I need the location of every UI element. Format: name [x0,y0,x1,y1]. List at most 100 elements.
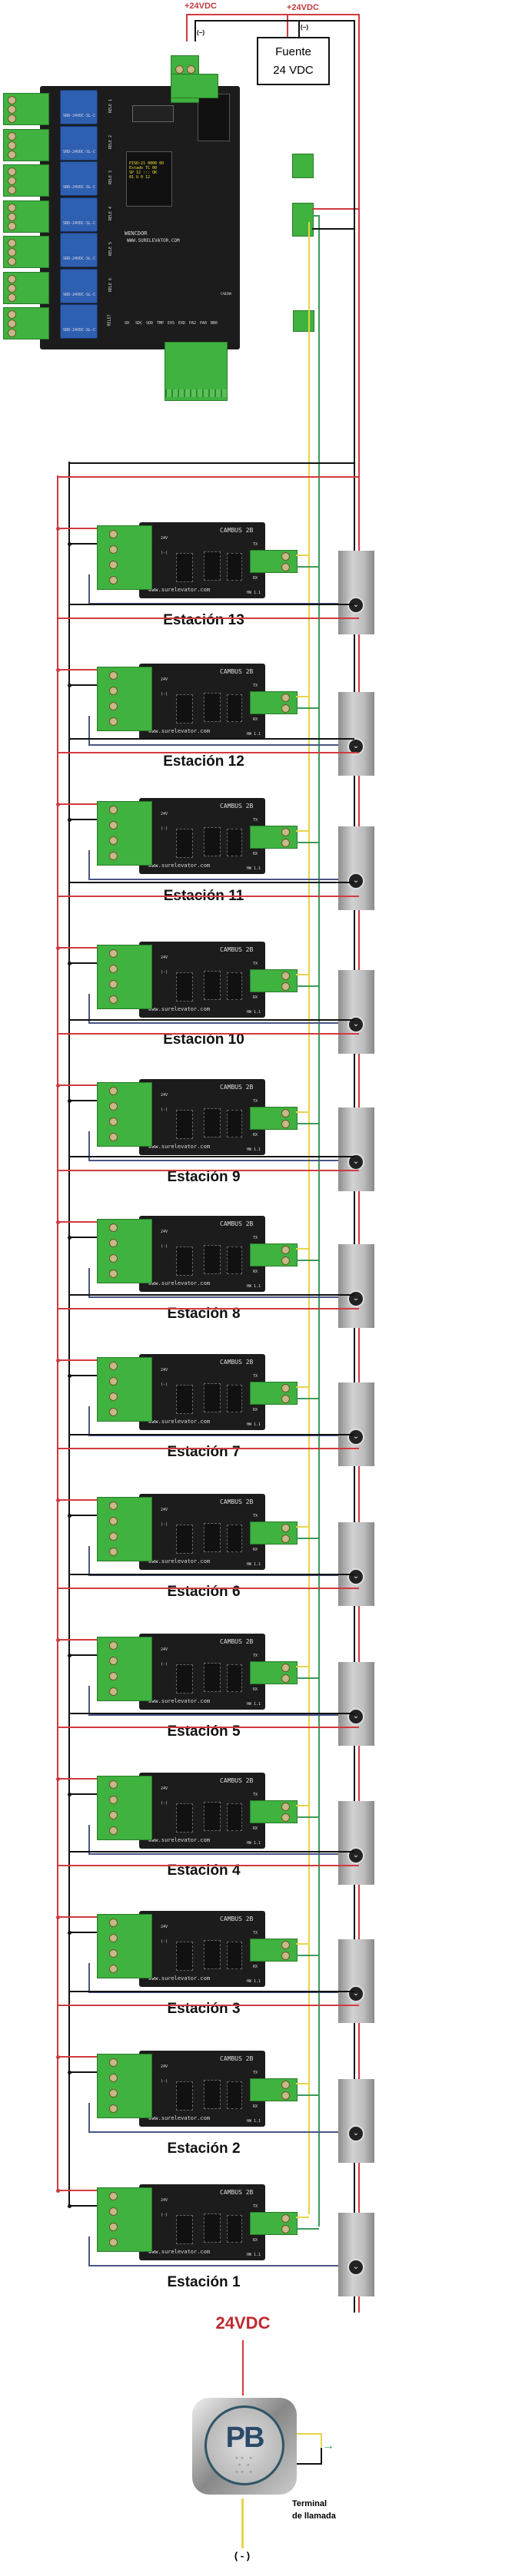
wire-call-signal [88,1296,339,1298]
top-io-terminal[interactable] [171,74,218,98]
pin-tx: TX [253,684,258,688]
relay: SRD-24VDC-SL-C [60,197,98,232]
station-url: www.surelevator.com [148,1419,211,1425]
relay-output-terminal[interactable] [3,307,49,339]
input-terminal-block[interactable] [165,342,228,401]
station-label: Estación 3 [167,2001,241,2017]
station-can-terminal[interactable] [250,1382,298,1405]
relay-output-terminal[interactable] [3,93,49,125]
chip [176,2081,193,2111]
station-can-terminal[interactable] [250,1800,298,1823]
detail-neg-label: ( - ) [234,2550,251,2561]
wire-bus-negative-out [312,228,354,230]
station-can-terminal[interactable] [250,550,298,573]
relay-output-terminal[interactable] [3,128,49,161]
station-power-terminal[interactable] [97,1914,152,1978]
call-button-icon[interactable]: ⌄ [347,2259,364,2276]
wire-can-low-station [296,1538,319,1539]
relay-output-terminal[interactable] [3,271,49,304]
station-power-terminal[interactable] [97,1637,152,1701]
station-can-terminal[interactable] [250,1107,298,1130]
station-model: CAMBUS 2B [220,803,254,810]
terminal-label-line1: Terminal [292,2499,327,2508]
station-power-terminal[interactable] [97,525,152,590]
station-can-terminal[interactable] [250,1243,298,1266]
station-url: www.surelevator.com [148,1975,211,1982]
input-label: SH [125,321,130,326]
station-power-terminal[interactable] [97,2054,152,2118]
call-button-icon[interactable]: ⌄ [347,1708,364,1725]
station-power-terminal[interactable] [97,945,152,1009]
wire-call-signal [88,994,90,1023]
pin-rx: RX [253,2104,258,2109]
call-button-icon[interactable]: ⌄ [347,1568,364,1585]
wire-can-low-station [296,1123,319,1124]
supply-label-board: +24VDC [185,2,217,11]
chip [176,2215,193,2244]
station-power-terminal[interactable] [97,801,152,866]
wire-positive-station-feed [57,896,359,897]
call-button-icon[interactable]: ⌄ [347,1985,364,2002]
junction-dot [68,2204,71,2208]
wire-can-low-out [312,215,320,217]
call-button-icon[interactable]: ⌄ [347,738,364,755]
cabin-terminal[interactable] [293,310,314,332]
canbus-terminal[interactable] [292,203,314,237]
junction-dot [56,1084,60,1088]
junction-dot [68,1236,71,1240]
station-power-terminal[interactable] [97,667,152,731]
station-power-terminal[interactable] [97,1776,152,1840]
relay-output-terminal[interactable] [3,164,49,197]
wire-positive-station-feed [57,476,359,478]
station-power-terminal[interactable] [97,1357,152,1422]
encoder-terminal[interactable] [292,154,314,178]
call-button-icon[interactable]: ⌄ [347,872,364,889]
station-power-terminal[interactable] [97,1219,152,1283]
call-button-icon[interactable]: ⌄ [347,597,364,614]
wire-station-negative [68,1793,97,1795]
call-button-icon[interactable]: ⌄ [347,1847,364,1864]
call-button[interactable]: PB ∘∘ ∘∘ ∘∘∘ ∘ [192,2398,297,2495]
station-power-terminal[interactable] [97,2187,152,2252]
station-can-terminal[interactable] [250,1521,298,1545]
call-panel: ⌄ [338,551,374,634]
junction-dot [56,2055,60,2059]
call-panel: ⌄ [338,1522,374,1606]
station-can-terminal[interactable] [250,2212,298,2235]
station-hw: HW 1.1 [247,1422,261,1427]
call-button-icon[interactable]: ⌄ [347,1429,364,1445]
power-supply-box: Fuente 24 VDC [257,37,330,85]
station-can-terminal[interactable] [250,2078,298,2101]
relay-output-terminal[interactable] [3,236,49,268]
station-can-terminal[interactable] [250,969,298,992]
call-button-icon[interactable]: ⌄ [347,1290,364,1307]
relay-output-terminal[interactable] [3,200,49,233]
wire-can-high-station [296,2217,309,2218]
pin-neg: (-) [161,1939,168,1944]
station-url: www.surelevator.com [148,2249,211,2255]
chip [204,1108,221,1137]
wire-negative-station-feed [68,1713,354,1714]
station-can-terminal[interactable] [250,691,298,714]
station-power-terminal[interactable] [97,1082,152,1147]
chip [227,553,242,581]
station-can-terminal[interactable] [250,826,298,849]
station-url: www.surelevator.com [148,587,211,593]
call-button-icon[interactable]: ⌄ [347,1016,364,1033]
pin-neg: (-) [161,1522,168,1527]
wire-call-signal [88,1686,90,1715]
junction-dot [56,1638,60,1642]
station-can-terminal[interactable] [250,1939,298,1962]
pin-rx: RX [253,2238,258,2243]
call-button-icon[interactable]: ⌄ [347,2125,364,2142]
wire-positive-supply [287,14,288,38]
pin-neg: (-) [161,1801,168,1806]
junction-dot [56,1777,60,1781]
wire-call-signal [88,1992,339,1993]
station-label: Estación 4 [167,1862,241,1879]
station-power-terminal[interactable] [97,1497,152,1561]
station-can-terminal[interactable] [250,1661,298,1684]
power-supply-line1: Fuente [275,45,311,58]
call-panel: ⌄ [338,826,374,910]
